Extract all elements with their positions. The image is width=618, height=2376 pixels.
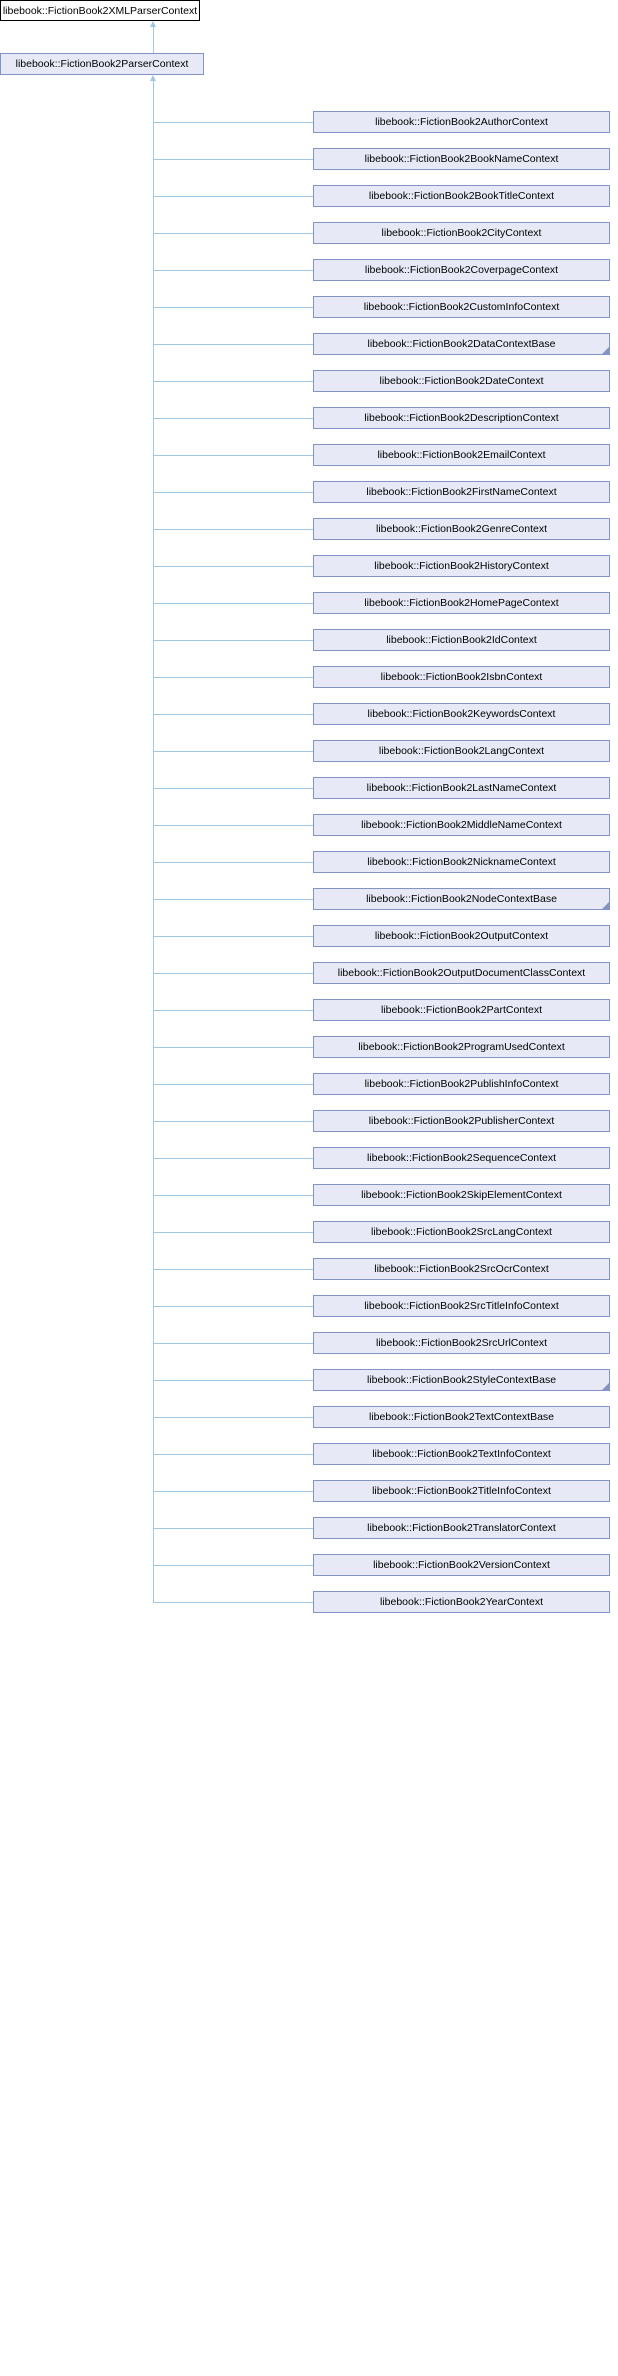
- class-node-derived[interactable]: libebook::FictionBook2SrcLangContext: [313, 1221, 610, 1243]
- class-node-derived[interactable]: libebook::FictionBook2CityContext: [313, 222, 610, 244]
- class-node-derived[interactable]: libebook::FictionBook2MiddleNameContext: [313, 814, 610, 836]
- class-node-derived[interactable]: libebook::FictionBook2GenreContext: [313, 518, 610, 540]
- class-node-derived[interactable]: libebook::FictionBook2NicknameContext: [313, 851, 610, 873]
- edge-to-derived-class: [153, 122, 313, 123]
- class-node-derived[interactable]: libebook::FictionBook2HomePageContext: [313, 592, 610, 614]
- edge-to-derived-class: [153, 936, 313, 937]
- edge-to-derived-class: [153, 677, 313, 678]
- inheritance-trunk-line: [153, 81, 154, 1602]
- edge-to-derived-class: [153, 1343, 313, 1344]
- edge-to-derived-class: [153, 307, 313, 308]
- edge-to-derived-class: [153, 862, 313, 863]
- edge-to-derived-class: [153, 640, 313, 641]
- edge-to-derived-class: [153, 1528, 313, 1529]
- class-node-derived[interactable]: libebook::FictionBook2DataContextBase: [313, 333, 610, 355]
- class-node-derived[interactable]: libebook::FictionBook2EmailContext: [313, 444, 610, 466]
- edge-to-derived-class: [153, 1232, 313, 1233]
- edge-to-derived-class: [153, 788, 313, 789]
- edge-to-derived-class: [153, 492, 313, 493]
- class-node-derived[interactable]: libebook::FictionBook2CustomInfoContext: [313, 296, 610, 318]
- class-node-derived[interactable]: libebook::FictionBook2ProgramUsedContext: [313, 1036, 610, 1058]
- edge-to-derived-class: [153, 714, 313, 715]
- edge-to-derived-class: [153, 751, 313, 752]
- class-node-derived[interactable]: libebook::FictionBook2YearContext: [313, 1591, 610, 1613]
- edge-to-derived-class: [153, 233, 313, 234]
- class-node-derived[interactable]: libebook::FictionBook2PartContext: [313, 999, 610, 1021]
- class-node-derived[interactable]: libebook::FictionBook2BookNameContext: [313, 148, 610, 170]
- edge-xmlparser-to-parsercontext: [153, 26, 154, 53]
- class-node-derived[interactable]: libebook::FictionBook2BookTitleContext: [313, 185, 610, 207]
- class-node-derived[interactable]: libebook::FictionBook2TranslatorContext: [313, 1517, 610, 1539]
- edge-to-derived-class: [153, 455, 313, 456]
- class-node-derived[interactable]: libebook::FictionBook2SrcUrlContext: [313, 1332, 610, 1354]
- class-node-parsercontext[interactable]: libebook::FictionBook2ParserContext: [0, 53, 204, 75]
- class-node-derived[interactable]: libebook::FictionBook2KeywordsContext: [313, 703, 610, 725]
- class-node-derived[interactable]: libebook::FictionBook2IdContext: [313, 629, 610, 651]
- class-node-derived[interactable]: libebook::FictionBook2OutputContext: [313, 925, 610, 947]
- class-node-derived[interactable]: libebook::FictionBook2SequenceContext: [313, 1147, 610, 1169]
- edge-to-derived-class: [153, 899, 313, 900]
- class-node-derived[interactable]: libebook::FictionBook2FirstNameContext: [313, 481, 610, 503]
- edge-to-derived-class: [153, 973, 313, 974]
- class-node-derived[interactable]: libebook::FictionBook2IsbnContext: [313, 666, 610, 688]
- class-node-derived[interactable]: libebook::FictionBook2OutputDocumentClas…: [313, 962, 610, 984]
- edge-to-derived-class: [153, 825, 313, 826]
- edge-to-derived-class: [153, 1269, 313, 1270]
- edge-to-derived-class: [153, 344, 313, 345]
- edge-to-derived-class: [153, 1417, 313, 1418]
- edge-to-derived-class: [153, 196, 313, 197]
- edge-to-derived-class: [153, 159, 313, 160]
- edge-to-derived-class: [153, 1010, 313, 1011]
- class-node-derived[interactable]: libebook::FictionBook2SrcTitleInfoContex…: [313, 1295, 610, 1317]
- class-node-derived[interactable]: libebook::FictionBook2CoverpageContext: [313, 259, 610, 281]
- edge-to-derived-class: [153, 603, 313, 604]
- edge-to-derived-class: [153, 1195, 313, 1196]
- inheritance-arrow-parsercontext: [150, 75, 156, 81]
- edge-to-derived-class: [153, 1491, 313, 1492]
- class-node-derived[interactable]: libebook::FictionBook2LangContext: [313, 740, 610, 762]
- edge-to-derived-class: [153, 1565, 313, 1566]
- edge-to-derived-class: [153, 270, 313, 271]
- class-node-derived[interactable]: libebook::FictionBook2NodeContextBase: [313, 888, 610, 910]
- edge-to-derived-class: [153, 566, 313, 567]
- class-node-derived[interactable]: libebook::FictionBook2TitleInfoContext: [313, 1480, 610, 1502]
- edge-to-derived-class: [153, 1380, 313, 1381]
- edge-to-derived-class: [153, 418, 313, 419]
- edge-to-derived-class: [153, 381, 313, 382]
- edge-to-derived-class: [153, 1047, 313, 1048]
- edge-to-derived-class: [153, 1306, 313, 1307]
- class-node-derived[interactable]: libebook::FictionBook2DateContext: [313, 370, 610, 392]
- inheritance-arrow-xmlparser: [150, 21, 156, 27]
- edge-to-derived-class: [153, 1158, 313, 1159]
- class-node-derived[interactable]: libebook::FictionBook2AuthorContext: [313, 111, 610, 133]
- edge-to-derived-class: [153, 1084, 313, 1085]
- edge-to-derived-class: [153, 1121, 313, 1122]
- class-node-derived[interactable]: libebook::FictionBook2VersionContext: [313, 1554, 610, 1576]
- class-node-derived[interactable]: libebook::FictionBook2TextInfoContext: [313, 1443, 610, 1465]
- edge-to-derived-class: [153, 529, 313, 530]
- class-node-derived[interactable]: libebook::FictionBook2LastNameContext: [313, 777, 610, 799]
- class-node-derived[interactable]: libebook::FictionBook2SrcOcrContext: [313, 1258, 610, 1280]
- class-node-derived[interactable]: libebook::FictionBook2StyleContextBase: [313, 1369, 610, 1391]
- class-node-base-xmlparsercontext[interactable]: libebook::FictionBook2XMLParserContext: [0, 0, 200, 21]
- class-node-derived[interactable]: libebook::FictionBook2SkipElementContext: [313, 1184, 610, 1206]
- class-node-derived[interactable]: libebook::FictionBook2HistoryContext: [313, 555, 610, 577]
- edge-to-derived-class: [153, 1454, 313, 1455]
- class-node-derived[interactable]: libebook::FictionBook2DescriptionContext: [313, 407, 610, 429]
- class-node-derived[interactable]: libebook::FictionBook2PublishInfoContext: [313, 1073, 610, 1095]
- class-node-derived[interactable]: libebook::FictionBook2PublisherContext: [313, 1110, 610, 1132]
- edge-to-derived-class: [153, 1602, 313, 1603]
- class-node-derived[interactable]: libebook::FictionBook2TextContextBase: [313, 1406, 610, 1428]
